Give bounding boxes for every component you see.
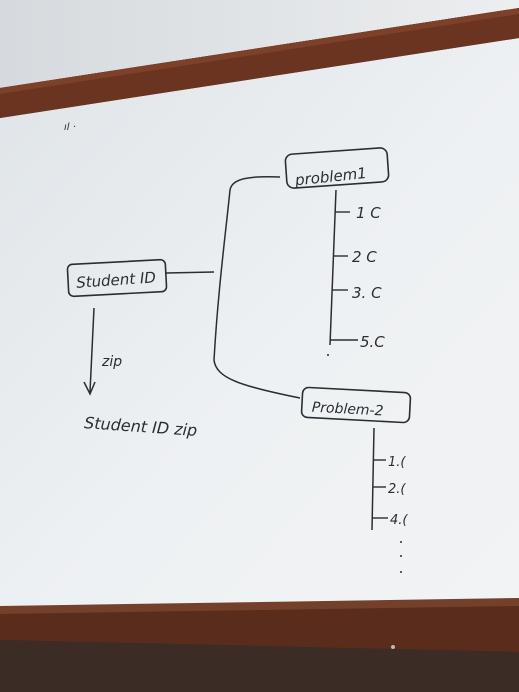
problem1-file: 5.C bbox=[360, 333, 385, 351]
dot bbox=[400, 555, 402, 557]
top-frame-highlight bbox=[0, 8, 519, 94]
top-frame bbox=[0, 8, 519, 118]
frame-screw bbox=[391, 645, 395, 649]
root-connector bbox=[165, 271, 215, 274]
problem2-file: 4.( bbox=[390, 513, 408, 528]
zip-arrow-head bbox=[83, 381, 96, 396]
problem2-file: 1.( bbox=[388, 455, 406, 470]
whiteboard-surface bbox=[0, 38, 519, 610]
problem1-file: 2 C bbox=[352, 248, 377, 266]
floor bbox=[0, 640, 519, 692]
dot bbox=[327, 354, 329, 356]
problem2-trunk bbox=[371, 427, 375, 531]
problem1-file: 3. C bbox=[352, 284, 382, 302]
root-box bbox=[66, 258, 168, 298]
problem1-box bbox=[284, 147, 390, 189]
arrow-label: zip bbox=[101, 354, 122, 370]
wall bbox=[0, 0, 519, 88]
bottom-frame-highlight bbox=[0, 598, 519, 614]
zip-arrow-shaft bbox=[89, 307, 95, 393]
bracket bbox=[213, 176, 301, 399]
problem2-box bbox=[300, 386, 412, 424]
problem2-file: 2.( bbox=[388, 482, 406, 497]
problem1-file: 1 C bbox=[356, 204, 381, 222]
problem1-trunk bbox=[329, 189, 337, 346]
problem2-label: Problem-2 bbox=[311, 400, 384, 420]
root-label: Student ID bbox=[76, 268, 157, 292]
dot bbox=[400, 541, 402, 543]
dot bbox=[400, 571, 402, 573]
faint-mark: ıl · bbox=[64, 122, 76, 133]
bottom-frame bbox=[0, 600, 519, 652]
